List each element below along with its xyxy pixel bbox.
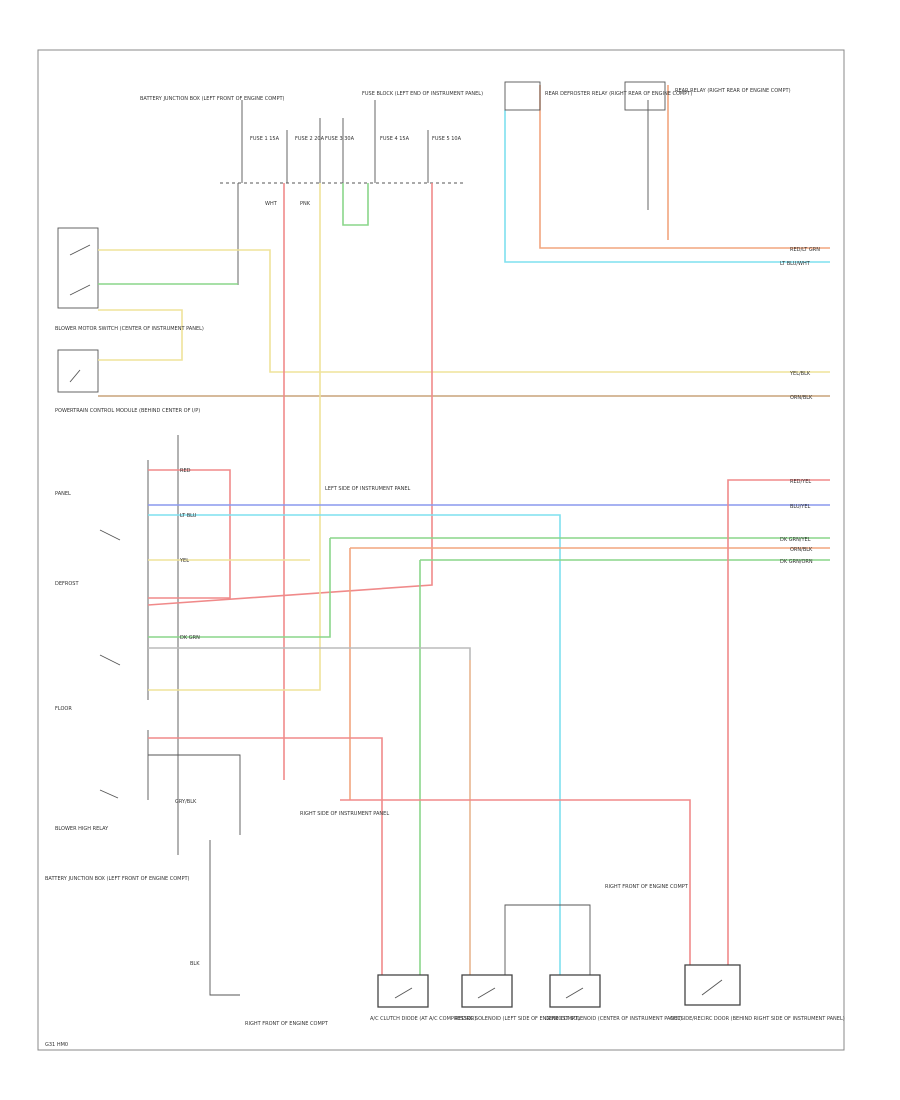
note-splice-right: RIGHT SIDE OF INSTRUMENT PANEL	[300, 811, 389, 817]
right-wire-label-2: YEL/BLK	[789, 371, 811, 377]
ac-clutch-diode	[377, 974, 429, 1008]
wire-cyan	[148, 514, 561, 975]
right-wire-label-8: DK GRN/ORN	[780, 559, 813, 565]
top-right-relays	[504, 81, 666, 111]
wire-red-bottom	[340, 799, 691, 975]
note-ground-bottom: RIGHT FRONT OF ENGINE COMPT	[245, 1021, 329, 1027]
bottom-component-label-2: DEFROST SOLENOID (CENTER OF INSTRUMENT P…	[545, 1016, 682, 1022]
fuse-label-0: FUSE 1 15A	[250, 136, 280, 142]
right-wire-label-6: DK GRN/YEL	[780, 537, 811, 543]
right-wire-label-3: ORN/BLK	[790, 395, 813, 401]
right-wire-label-4: RED/YEL	[790, 479, 811, 485]
wire-label-yel: YEL	[179, 558, 189, 564]
bottom-component-label-3: OUTSIDE/RECIRC DOOR (BEHIND RIGHT SIDE O…	[670, 1016, 845, 1022]
left-relays	[57, 227, 99, 393]
wire-black-ground	[209, 840, 240, 996]
note-fuse-block: FUSE BLOCK (LEFT END OF INSTRUMENT PANEL…	[362, 91, 483, 97]
note-bottom-left: BATTERY JUNCTION BOX (LEFT FRONT OF ENGI…	[45, 876, 190, 882]
wire-label-red: RED	[180, 468, 191, 474]
blower-switch-frame	[99, 435, 179, 855]
wire-yellow-top	[98, 249, 830, 373]
wire-red-right	[727, 479, 830, 975]
bottom-component-label-0: A/C CLUTCH DIODE (AT A/C COMPRESSOR)	[370, 1016, 476, 1022]
fuse-label-3: FUSE 4 15A	[380, 136, 410, 142]
rear-relay	[624, 81, 666, 111]
left-component-label-2: PANEL	[55, 491, 71, 497]
bottom-components	[377, 964, 741, 1008]
wire-orn-topright	[539, 85, 830, 249]
blower-relay-box	[57, 349, 99, 393]
wire-label-pnk: PNK	[300, 201, 311, 207]
note-pcm: POWERTRAIN CONTROL MODULE (BEHIND CENTER…	[55, 408, 200, 414]
wire-yellow-loop	[98, 309, 183, 361]
wire-yellow-vertical	[148, 183, 321, 691]
wire-label-ltblu: LT BLU	[180, 513, 197, 519]
note-splice-center: LEFT SIDE OF INSTRUMENT PANEL	[325, 486, 410, 492]
fuse-label-1: FUSE 2 20A	[295, 136, 325, 142]
right-wire-label-7: ORN/BLK	[790, 547, 813, 553]
fuse-label-4: FUSE 5 10A	[432, 136, 462, 142]
wire-label-dkgrn: DK GRN	[180, 635, 200, 641]
rear-defroster-relay-box	[57, 227, 99, 309]
wire-black-lower	[148, 754, 241, 835]
left-component-label-3: BLOWER HIGH RELAY	[55, 826, 109, 832]
left-component-label-0: DEFROST	[55, 581, 79, 587]
wire-label-gryblk: GRY/BLK	[175, 799, 197, 805]
note-battery-junction: BATTERY JUNCTION BOX (LEFT FRONT OF ENGI…	[140, 96, 285, 102]
diagram-border	[37, 49, 845, 1051]
wire-red-lower	[148, 737, 383, 975]
note-rear-relay: REAR RELAY (RIGHT REAR OF ENGINE COMPT)	[675, 88, 791, 94]
rear-defroster-relay	[504, 81, 541, 111]
left-component-label-1: FLOOR	[55, 706, 72, 712]
footer-code: G31 HM0	[45, 1042, 68, 1048]
note-rear-defroster: REAR DEFROSTER RELAY (RIGHT REAR OF ENGI…	[545, 91, 692, 97]
right-wire-label-1: LT BLU/WHT	[780, 261, 811, 267]
bottom-component-label-1: RECIRC SOLENOID (LEFT SIDE OF ENGINE COM…	[455, 1016, 580, 1022]
wires	[98, 85, 830, 996]
defrost-solenoid	[549, 974, 601, 1008]
note-right-front: RIGHT FRONT OF ENGINE COMPT	[605, 884, 689, 890]
right-wire-label-0: RED/LT GRN	[790, 247, 820, 253]
wire-cyan-topright	[504, 110, 830, 263]
outside-recirc-door	[684, 964, 741, 1006]
recirc-solenoid	[461, 974, 513, 1008]
wire-red-vertical-b	[147, 183, 433, 606]
wire-label-blk: BLK	[190, 961, 200, 967]
wire-green-fuse-loop	[342, 183, 369, 226]
wire-label-wht: WHT	[265, 201, 278, 207]
right-wire-label-5: BLU/YEL	[790, 504, 811, 510]
wire-red-loop	[148, 469, 231, 599]
wire-green-panel	[148, 538, 331, 638]
note-blower-switch: BLOWER MOTOR SWITCH (CENTER OF INSTRUMEN…	[55, 326, 204, 332]
labels: BATTERY JUNCTION BOX (LEFT FRONT OF ENGI…	[45, 88, 845, 1048]
fuse-label-2: FUSE 3 30A	[325, 136, 355, 142]
top-fuses	[237, 100, 429, 285]
wire-black-defrost	[504, 904, 591, 975]
